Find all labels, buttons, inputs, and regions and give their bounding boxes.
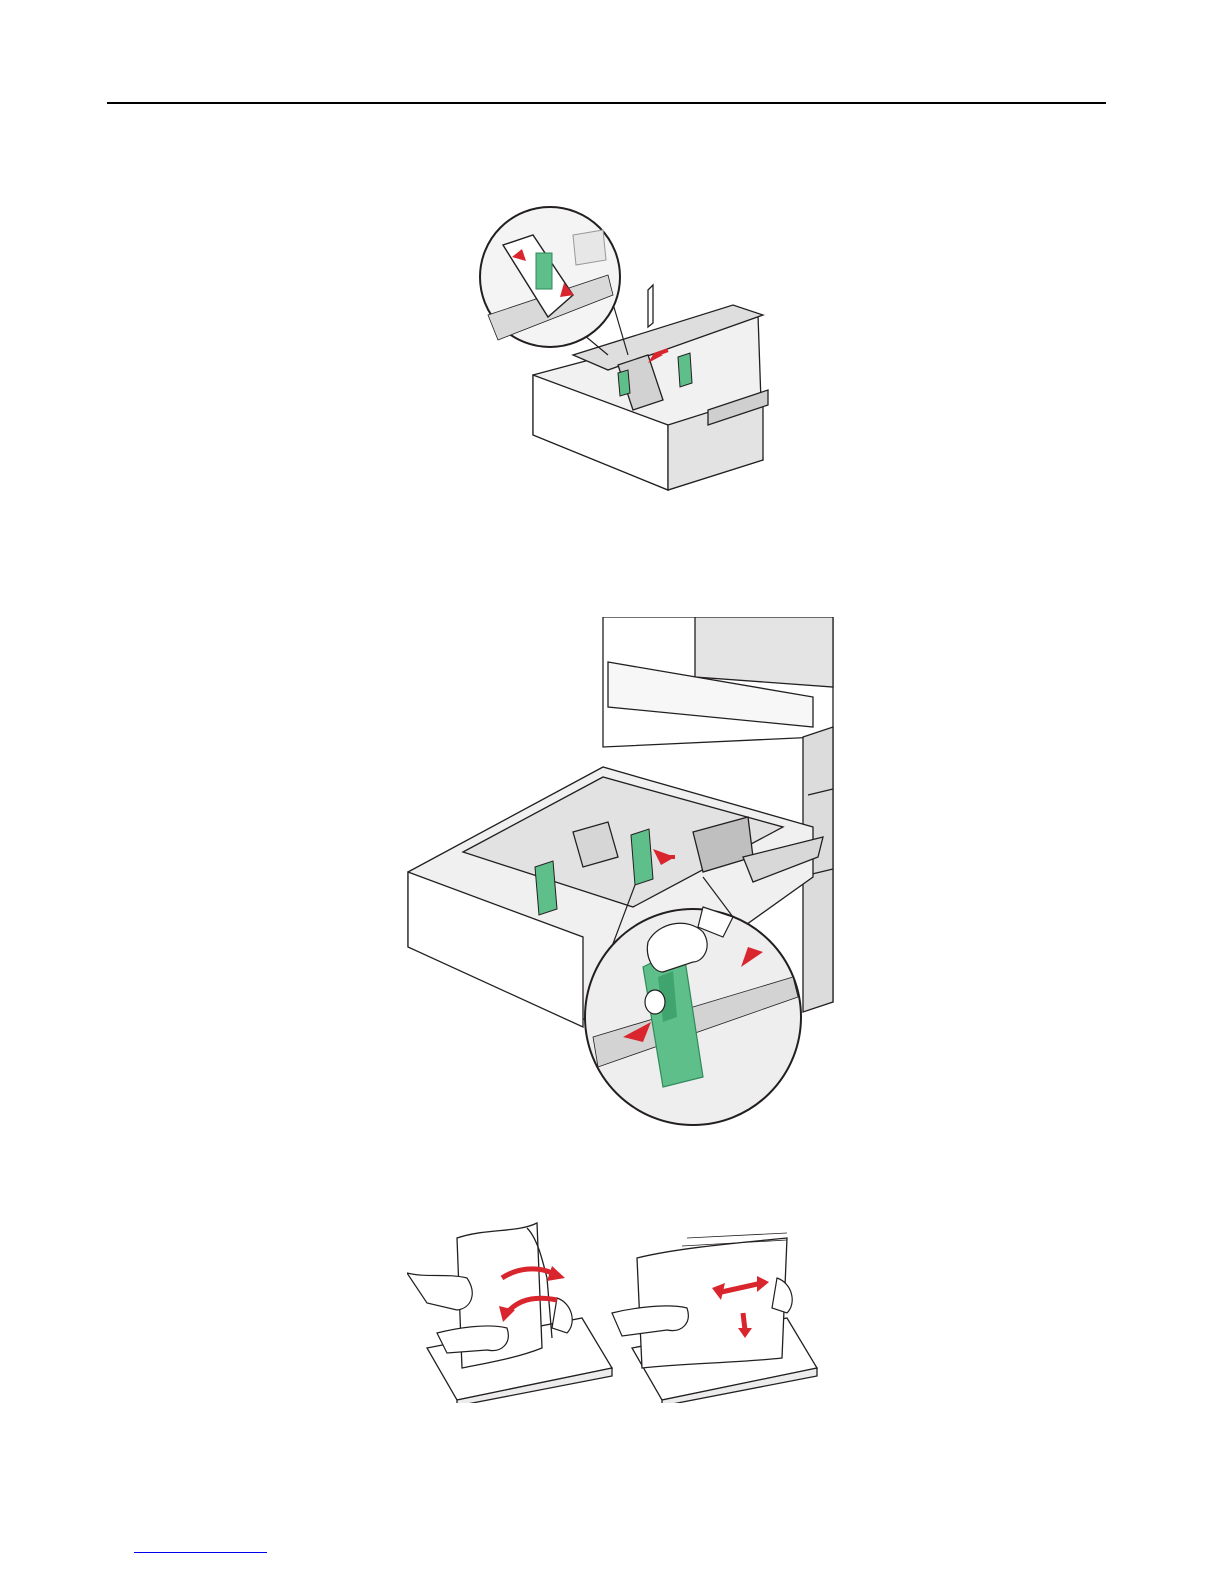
paper-flex-illustration xyxy=(407,1218,839,1403)
tray-width-guide-illustration xyxy=(478,205,770,495)
callout-circle xyxy=(585,907,801,1125)
figure-width-guide xyxy=(478,205,770,495)
paper-stack-icon xyxy=(457,1223,787,1368)
figure-length-guide xyxy=(403,617,835,1127)
figure-paper-flex xyxy=(407,1218,839,1403)
header-rule xyxy=(107,102,1106,104)
footer-link-underline[interactable] xyxy=(134,1552,267,1553)
callout-circle xyxy=(480,207,620,347)
tray-length-guide-illustration xyxy=(403,617,835,1127)
